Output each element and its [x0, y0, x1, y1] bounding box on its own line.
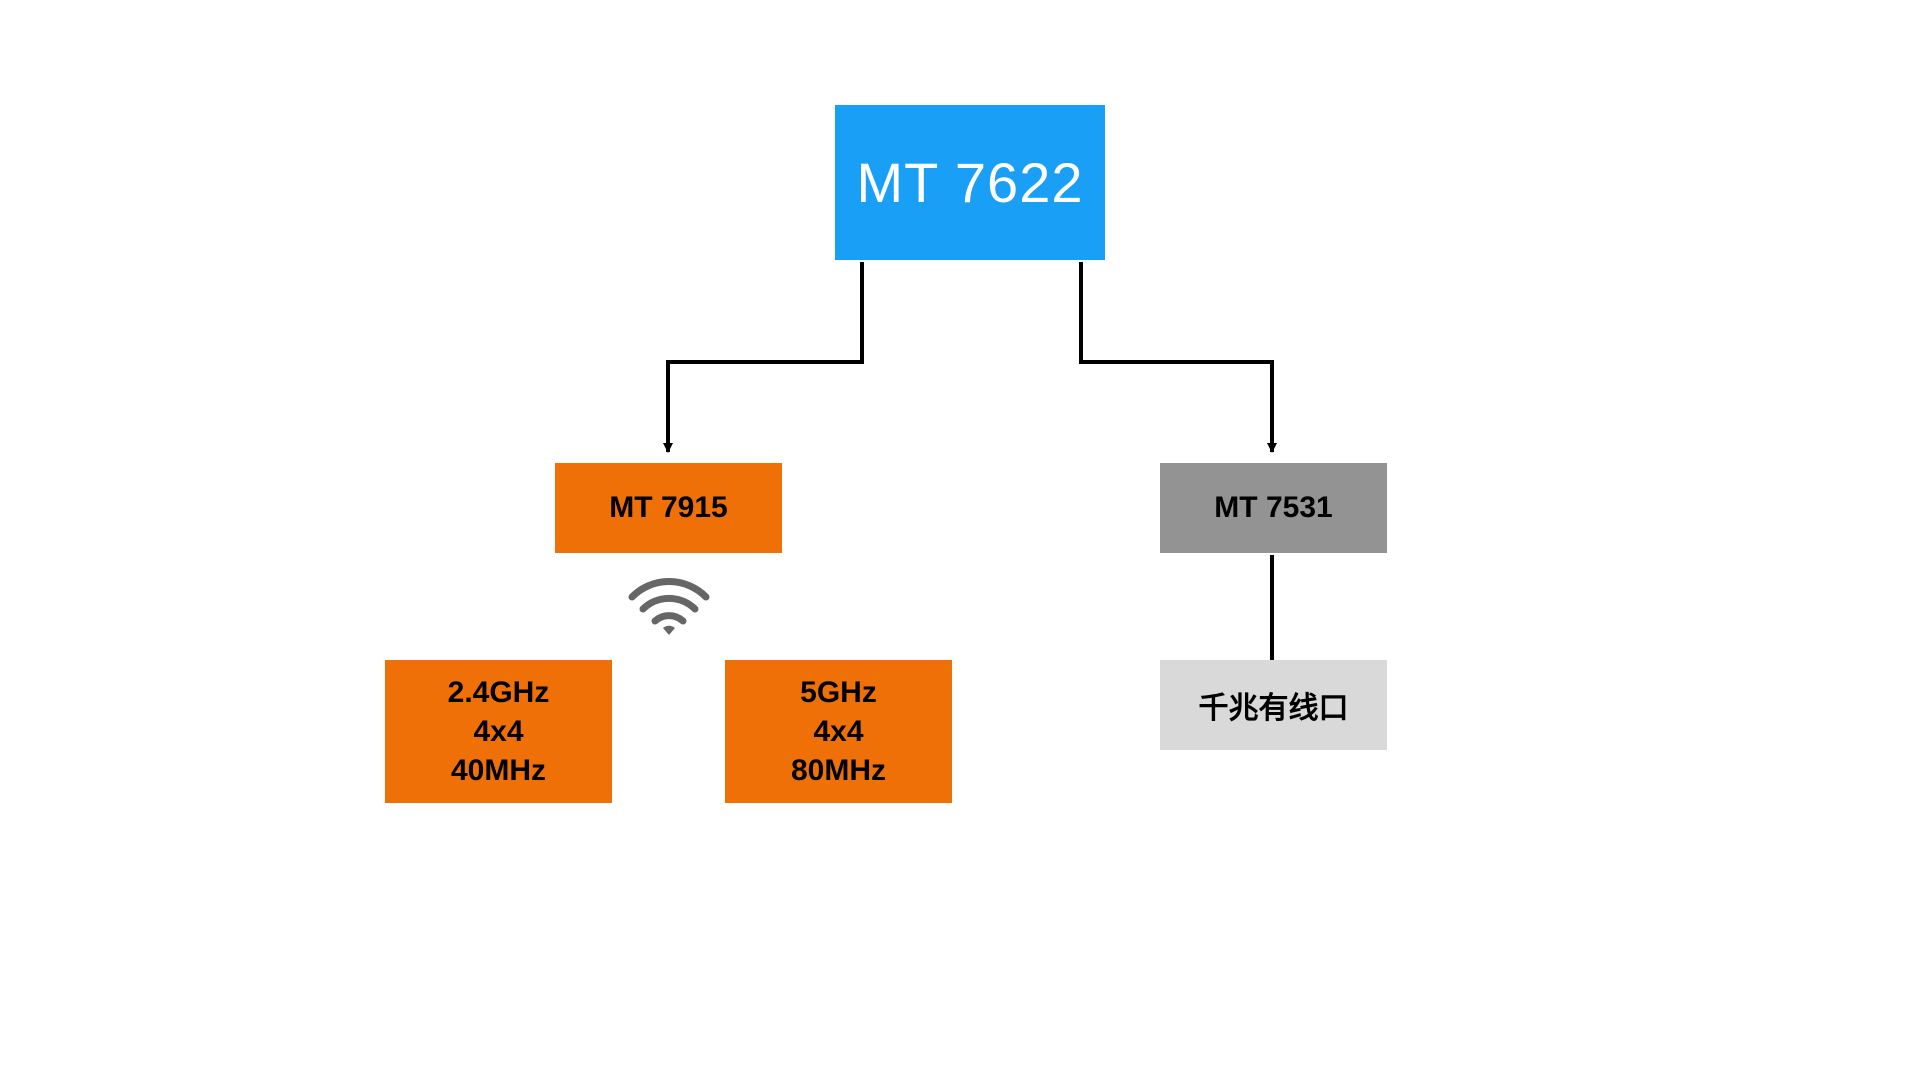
band-5ghz-mimo: 4x4 [813, 715, 864, 748]
node-gigabit-port-label: 千兆有线口 [1198, 691, 1349, 726]
node-mt7531-label: MT 7531 [1214, 491, 1333, 524]
wifi-icon [628, 578, 710, 635]
band-24ghz-frequency: 2.4GHz [447, 676, 550, 709]
connector-root-to-wifi-chip [663, 262, 864, 453]
connector-root-to-eth-chip [1079, 262, 1277, 453]
node-band-24ghz: 2.4GHz 4x4 40MHz [385, 660, 612, 803]
node-mt7622-label: MT 7622 [856, 151, 1084, 214]
node-mt7622: MT 7622 [835, 105, 1105, 260]
band-5ghz-frequency: 5GHz [800, 676, 877, 709]
node-mt7531: MT 7531 [1160, 463, 1387, 553]
band-24ghz-mimo: 4x4 [473, 715, 524, 748]
band-24ghz-bandwidth: 40MHz [450, 754, 547, 787]
node-gigabit-port: 千兆有线口 [1160, 660, 1387, 750]
node-band-5ghz: 5GHz 4x4 80MHz [725, 660, 952, 803]
band-5ghz-bandwidth: 80MHz [790, 754, 887, 787]
node-mt7915-label: MT 7915 [609, 491, 728, 524]
node-mt7915: MT 7915 [555, 463, 782, 553]
